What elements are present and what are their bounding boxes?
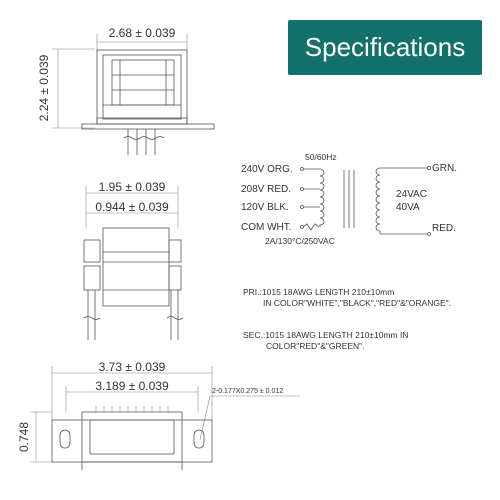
secondary-red-label: RED.	[432, 223, 456, 234]
output-voltage: 24VAC	[396, 189, 427, 200]
banner-title: Specifications	[304, 32, 466, 62]
sec-note-line2: COLOR"RED"&"GREEN".	[266, 341, 365, 351]
primary-208v-label: 208V RED.	[241, 184, 291, 195]
side-view: 1.95 ± 0.039 0.944 ± 0.039	[83, 180, 184, 340]
slot-dim: 2-0.177X0.275 ± 0.012	[212, 388, 283, 395]
output-va: 40VA	[396, 202, 420, 213]
bottom-inner-dim: 3.189 ± 0.039	[95, 379, 169, 393]
side-outer-dim: 1.95 ± 0.039	[99, 180, 166, 194]
freq-label: 50/60Hz	[305, 152, 337, 162]
top-width-dim: 2.68 ± 0.039	[109, 26, 176, 40]
wiring-schematic: 50/60Hz 240V ORG. 208V RED. 120V BLK. CO…	[241, 152, 457, 246]
wire-notes: PRI.:1015 18AWG LENGTH 210±10mm IN COLOR…	[243, 287, 451, 351]
primary-120v-label: 120V BLK.	[241, 202, 289, 213]
side-inner-dim: 0.944 ± 0.039	[95, 200, 169, 214]
primary-com-label: COM WHT.	[241, 222, 292, 233]
bottom-view: 3.73 ± 0.039 3.189 ± 0.039 0.748 2-0.177…	[17, 360, 300, 470]
pri-note-line2: IN COLOR"WHITE","BLACK","RED"&"ORANGE".	[263, 298, 451, 308]
specifications-banner: Specifications	[288, 20, 482, 75]
top-height-dim: 2.24 ± 0.039	[37, 54, 51, 121]
primary-240v-label: 240V ORG.	[241, 164, 293, 175]
top-view: 2.68 ± 0.039 2.24 ± 0.039	[37, 26, 215, 155]
sec-note-line1: SEC.:1015 18AWG LENGTH 210±10mm IN	[243, 330, 408, 340]
bottom-outer-dim: 3.73 ± 0.039	[99, 360, 166, 374]
secondary-grn-label: GRN.	[432, 163, 457, 174]
fuse-label: 2A/130°C/250VAC	[265, 236, 335, 246]
bottom-height-dim: 0.748	[17, 422, 31, 452]
pri-note-line1: PRI.:1015 18AWG LENGTH 210±10mm	[243, 287, 394, 297]
